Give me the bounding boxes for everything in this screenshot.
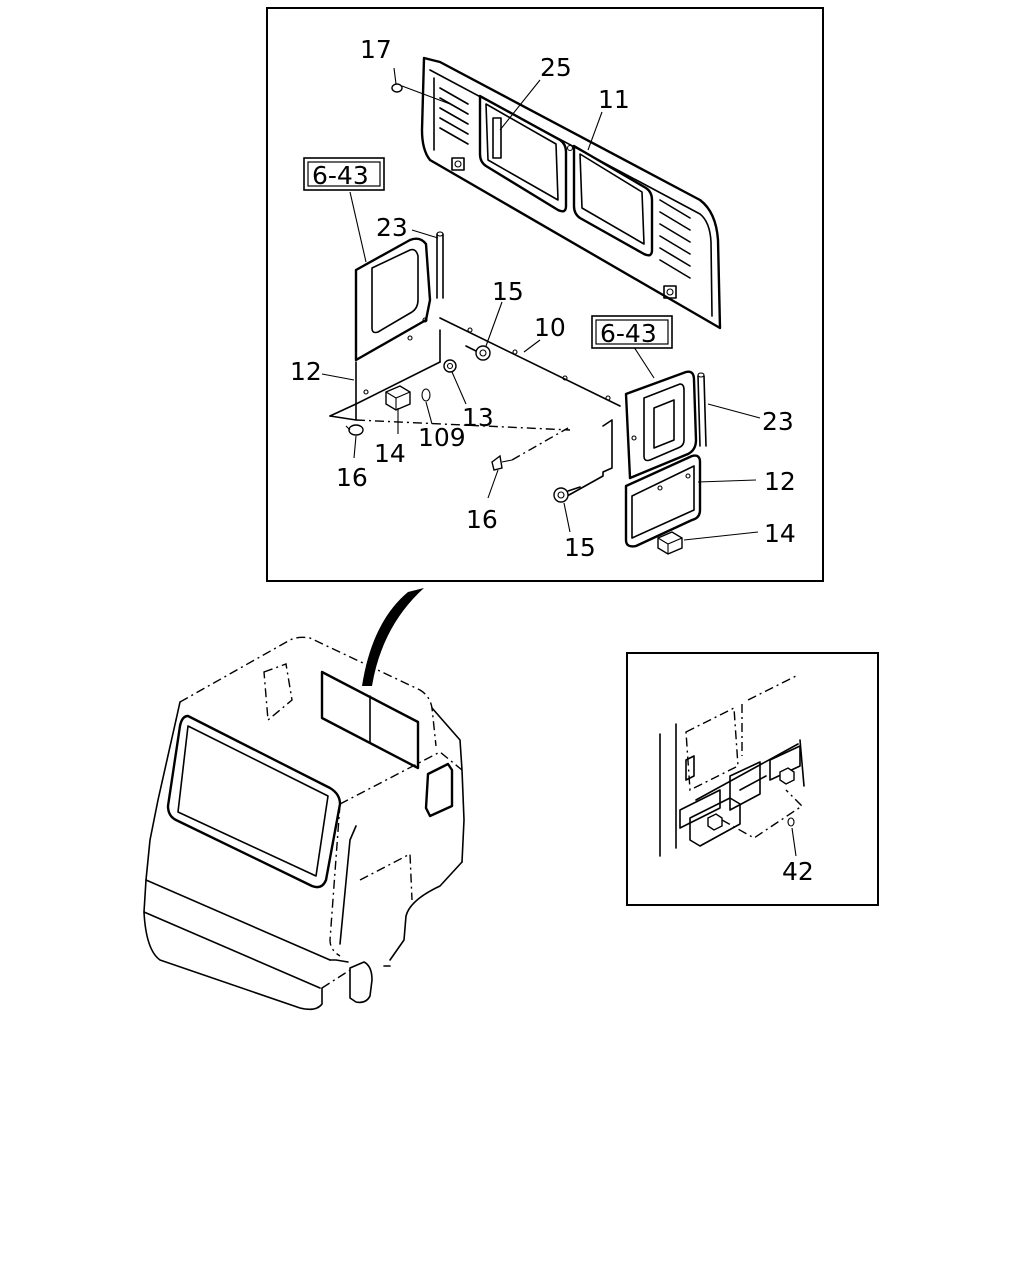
callout-16-mid: 16	[466, 505, 498, 534]
lower-panel-10	[329, 317, 621, 501]
inset-detail-frame: 42	[626, 652, 879, 906]
reference-box-right: 6-43	[591, 315, 673, 349]
fastener-13	[443, 359, 457, 373]
callout-12-right: 12	[764, 467, 796, 496]
callout-13: 13	[462, 403, 494, 432]
rear-panel-11	[420, 56, 722, 330]
callout-14-right: 14	[764, 519, 796, 548]
callout-16-left: 16	[336, 463, 368, 492]
clip-17	[391, 83, 451, 105]
right-side-trim	[624, 370, 702, 548]
callout-42: 42	[782, 857, 814, 886]
callout-17: 17	[360, 35, 392, 64]
clip-16-mid	[491, 427, 569, 471]
callout-10: 10	[534, 313, 566, 342]
strip-23-right	[697, 372, 707, 447]
pad-14-right	[657, 531, 683, 555]
strip-23-left	[436, 231, 444, 299]
reference-box-left: 6-43	[303, 157, 385, 191]
callout-109: 109	[418, 423, 466, 452]
cab-overview	[143, 588, 465, 1011]
callout-15-bottom: 15	[564, 533, 596, 562]
leader-lines	[321, 67, 761, 541]
callout-14-left: 14	[374, 439, 406, 468]
callout-23-right: 23	[762, 407, 794, 436]
callout-11: 11	[598, 85, 630, 114]
screw-15-top	[465, 345, 491, 361]
svg-text:6-43: 6-43	[312, 161, 369, 190]
svg-text:6-43: 6-43	[600, 319, 657, 348]
callout-labels: 17 25 11 23 15 10 12 13 14 109 16 16 15 …	[290, 35, 796, 562]
left-side-trim	[329, 237, 432, 417]
exploded-view-frame	[266, 7, 824, 582]
screw-15-bottom	[553, 486, 581, 503]
ring-109	[421, 388, 431, 402]
callout-12-left: 12	[290, 357, 322, 386]
callout-23-left: 23	[376, 213, 408, 242]
pad-14-left	[385, 385, 411, 411]
clip-16-left	[345, 424, 364, 436]
callout-15-top: 15	[492, 277, 524, 306]
callout-25: 25	[540, 53, 572, 82]
